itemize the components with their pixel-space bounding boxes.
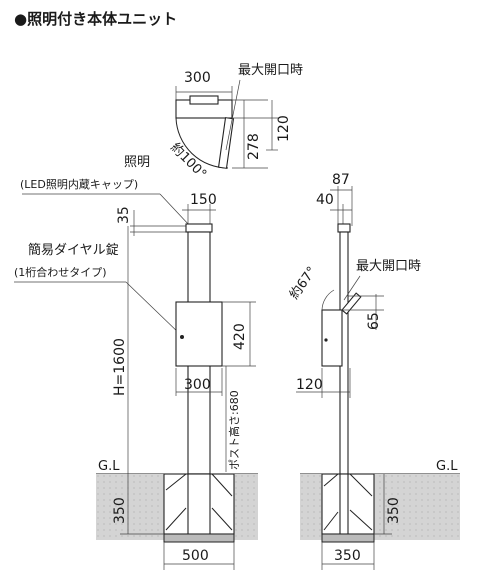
side-post-depth-dim: 40 [316, 192, 334, 208]
front-ground-label: G.L [98, 459, 120, 474]
page-title: ●照明付き本体ユニット [14, 10, 177, 28]
post-width-dim: 150 [190, 192, 217, 208]
front-footing-depth-dim: 350 [112, 497, 128, 524]
light-note: (LED照明内蔵キャップ) [20, 177, 138, 191]
side-box-depth-dim: 120 [296, 377, 323, 393]
side-footing-width-dim: 350 [334, 548, 361, 564]
post-height-label: ポスト高さ:680 [227, 390, 241, 470]
side-overall-depth-dim: 87 [332, 172, 350, 188]
lock-label: 簡易ダイヤル錠 [28, 243, 119, 258]
box-width-dim: 300 [184, 377, 211, 393]
top-open-depth-dim: 278 [246, 133, 262, 160]
side-open-label: 最大開口時 [356, 259, 421, 274]
side-footing-depth-dim: 350 [386, 497, 402, 524]
side-flap-height-dim: 65 [366, 312, 382, 330]
top-open-label: 最大開口時 [238, 63, 303, 78]
side-angle: 約67° [287, 264, 320, 302]
total-height-dim: H=1600 [112, 338, 128, 396]
light-label: 照明 [124, 155, 150, 170]
lock-note: (1桁合わせタイプ) [14, 265, 107, 279]
front-footing-width-dim: 500 [182, 548, 209, 564]
side-view: 87 40 最大開口時 約67° 65 120 G.L [287, 172, 460, 570]
top-width-dim: 300 [184, 70, 211, 86]
side-ground-label: G.L [436, 459, 458, 474]
top-depth-dim: 120 [276, 115, 292, 142]
box-height-dim: 420 [232, 323, 248, 350]
top-view: 300 最大開口時 278 120 約100° [167, 63, 303, 182]
cap-height-dim: 35 [116, 206, 132, 224]
front-view: 照明 (LED照明内蔵キャップ) 簡易ダイヤル錠 (1桁合わせタイプ) 150 … [14, 155, 258, 570]
